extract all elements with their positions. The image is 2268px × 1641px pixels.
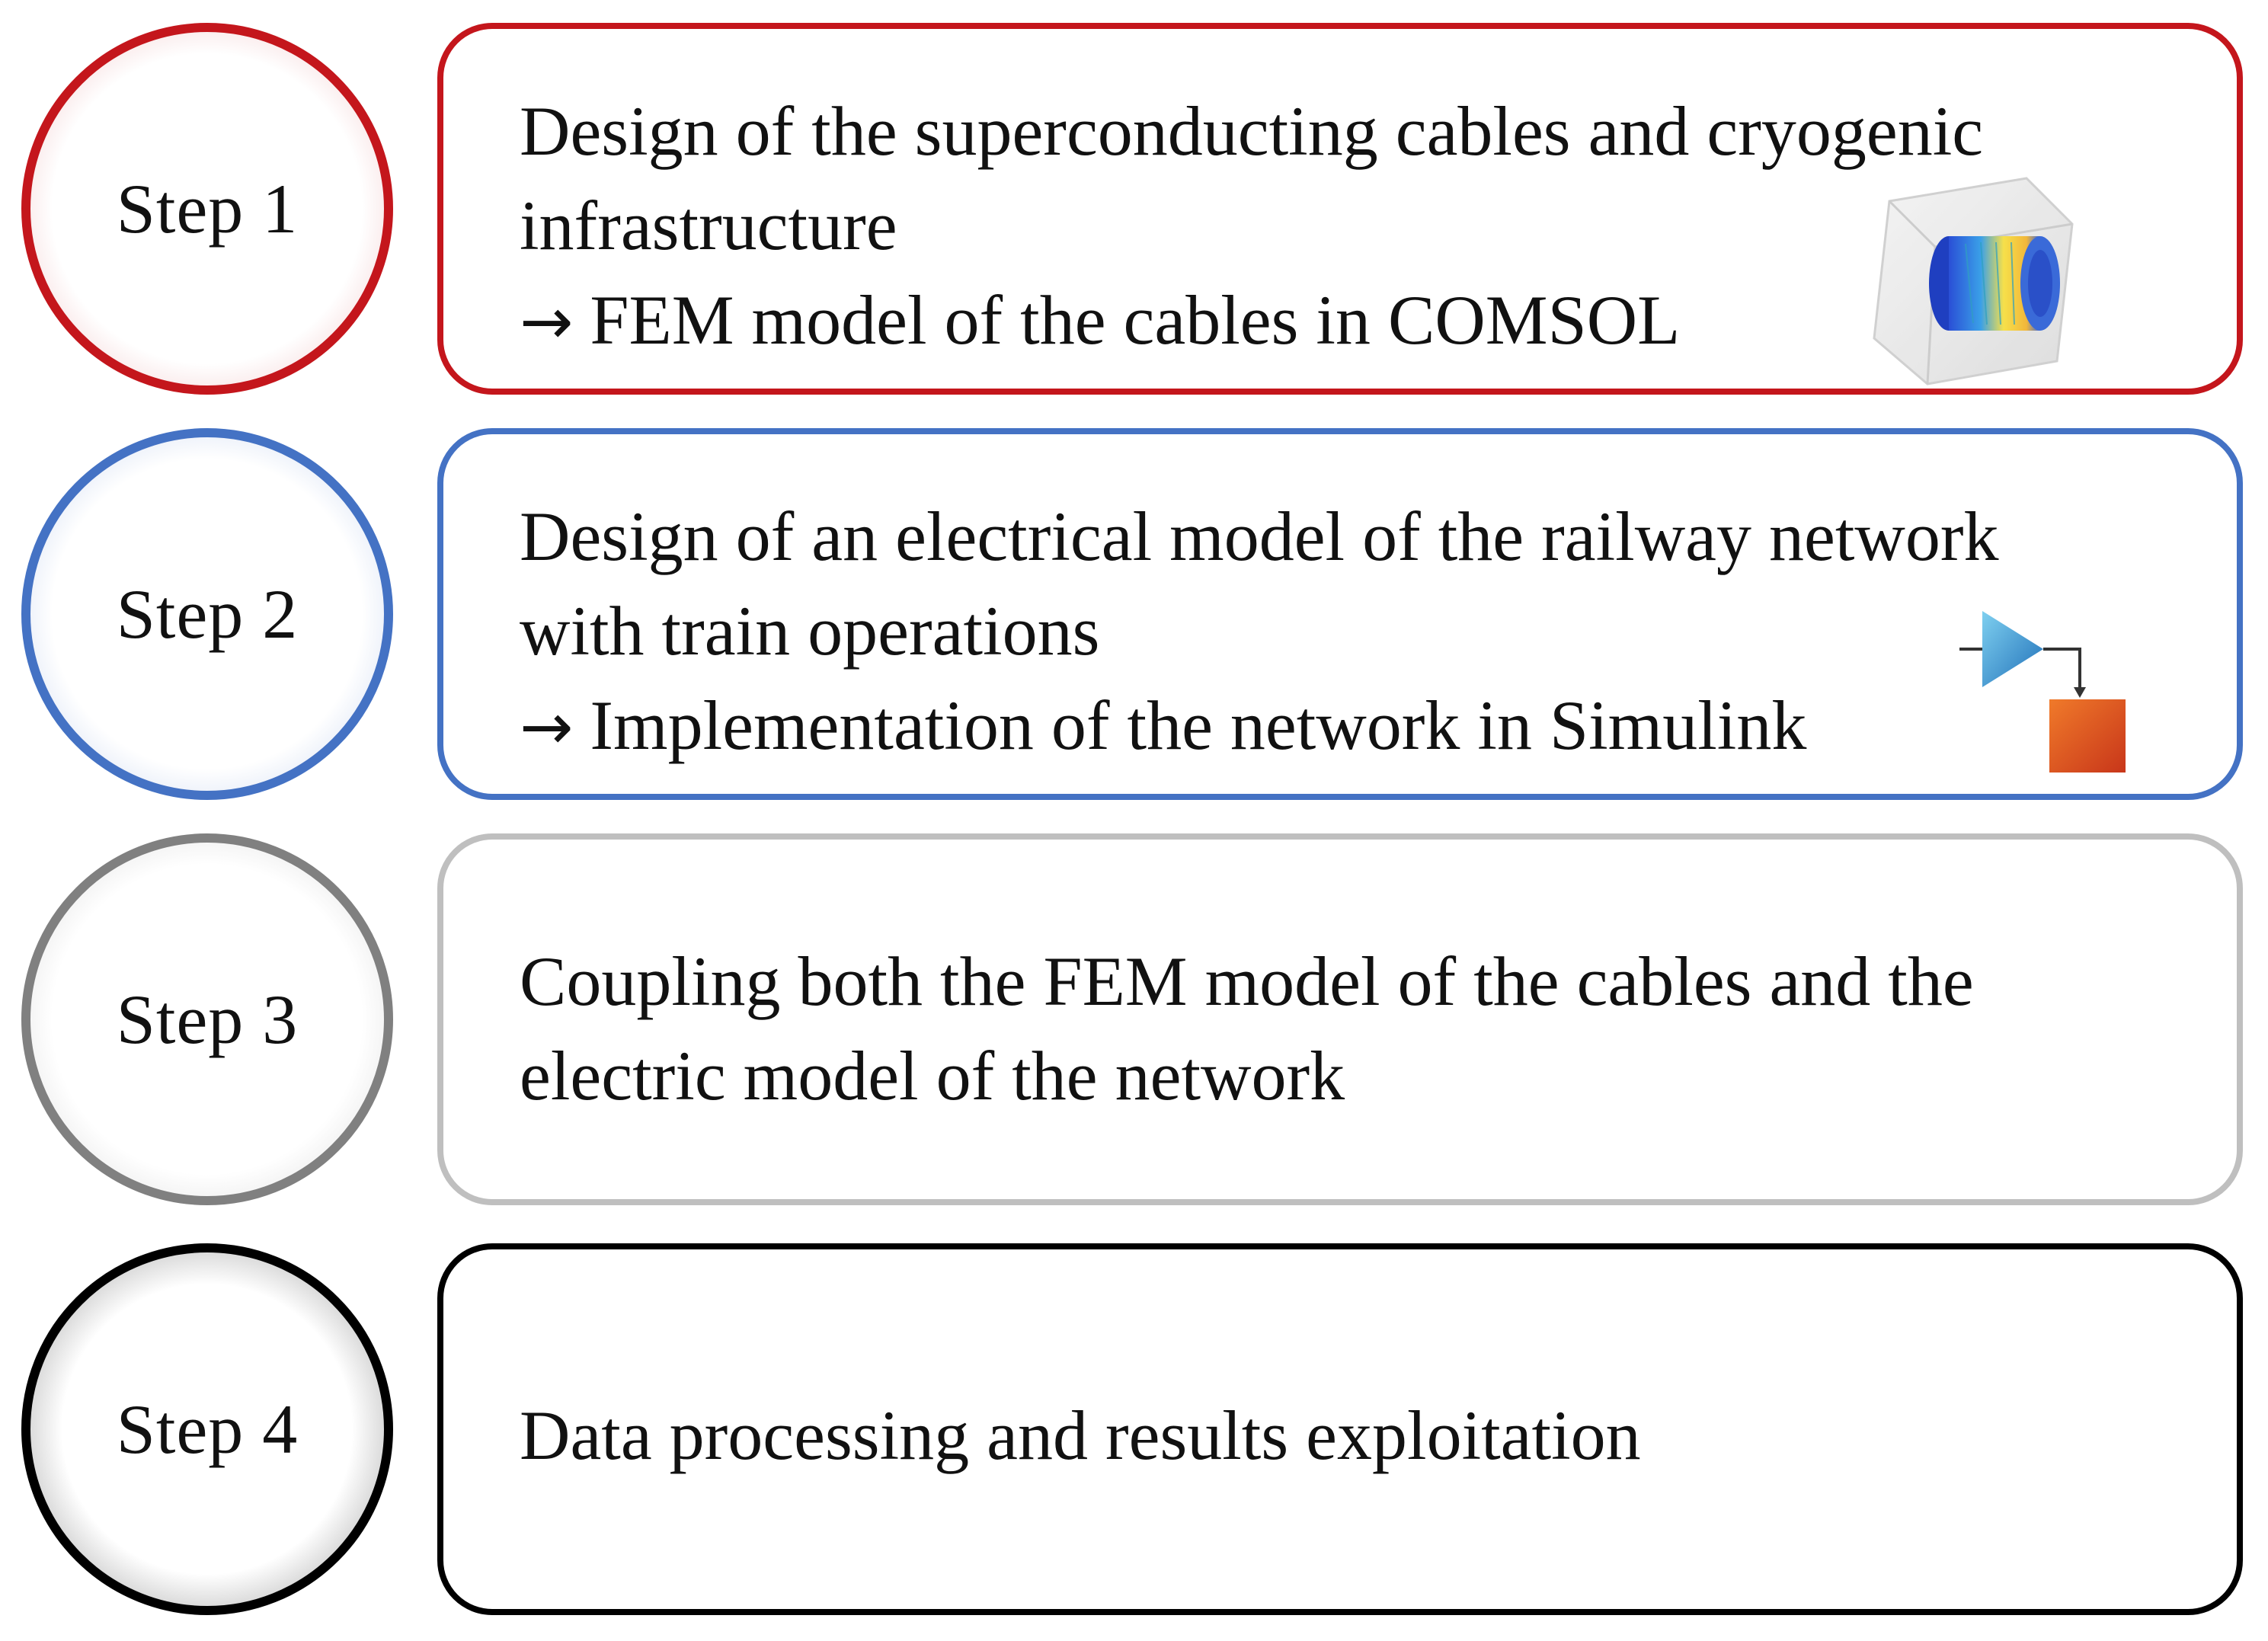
step-1-label: Step 1	[116, 170, 299, 248]
right-arrow-icon: →	[520, 689, 574, 764]
step-2-line-2: with train operations	[520, 592, 1100, 670]
step-4-circle: Step 4	[21, 1243, 393, 1615]
step-4-text: Data processing and results exploitation	[520, 1388, 2145, 1483]
simulink-icon	[1959, 611, 2126, 773]
step-1-box: Design of the superconducting cables and…	[437, 23, 2243, 395]
step-1-circle: Step 1	[21, 23, 393, 395]
step-3-label: Step 3	[116, 980, 299, 1058]
step-1-text: Design of the superconducting cables and…	[520, 84, 2145, 369]
comsol-icon	[1873, 177, 2074, 385]
step-1-arrow-text: FEM model of the cables in COMSOL	[590, 281, 1681, 359]
step-2-circle: Step 2	[21, 428, 393, 800]
step-2-label: Step 2	[116, 575, 299, 653]
step-4-box: Data processing and results exploitation	[437, 1243, 2243, 1615]
step-3-box: Coupling both the FEM model of the cable…	[437, 833, 2243, 1205]
step-2-line-1: Design of an electrical model of the rai…	[520, 497, 1999, 575]
step-1-line-2: infrastructure	[520, 187, 897, 264]
step-1-line-1: Design of the superconducting cables and…	[520, 92, 1984, 170]
step-2-text: Design of an electrical model of the rai…	[520, 489, 2145, 774]
step-2-box: Design of an electrical model of the rai…	[437, 428, 2243, 800]
step-2-arrow-line: →Implementation of the network in Simuli…	[520, 678, 2145, 774]
step-1-arrow-line: →FEM model of the cables in COMSOL	[520, 273, 2145, 369]
step-3-text: Coupling both the FEM model of the cable…	[520, 934, 2145, 1123]
right-arrow-icon: →	[520, 284, 574, 359]
step-4-line-1: Data processing and results exploitation	[520, 1396, 1641, 1474]
step-3-circle: Step 3	[21, 833, 393, 1205]
step-3-line-2: electric model of the network	[520, 1037, 1345, 1115]
step-2-arrow-text: Implementation of the network in Simulin…	[590, 686, 1807, 764]
step-3-line-1: Coupling both the FEM model of the cable…	[520, 942, 1974, 1020]
step-4-label: Step 4	[116, 1390, 299, 1468]
